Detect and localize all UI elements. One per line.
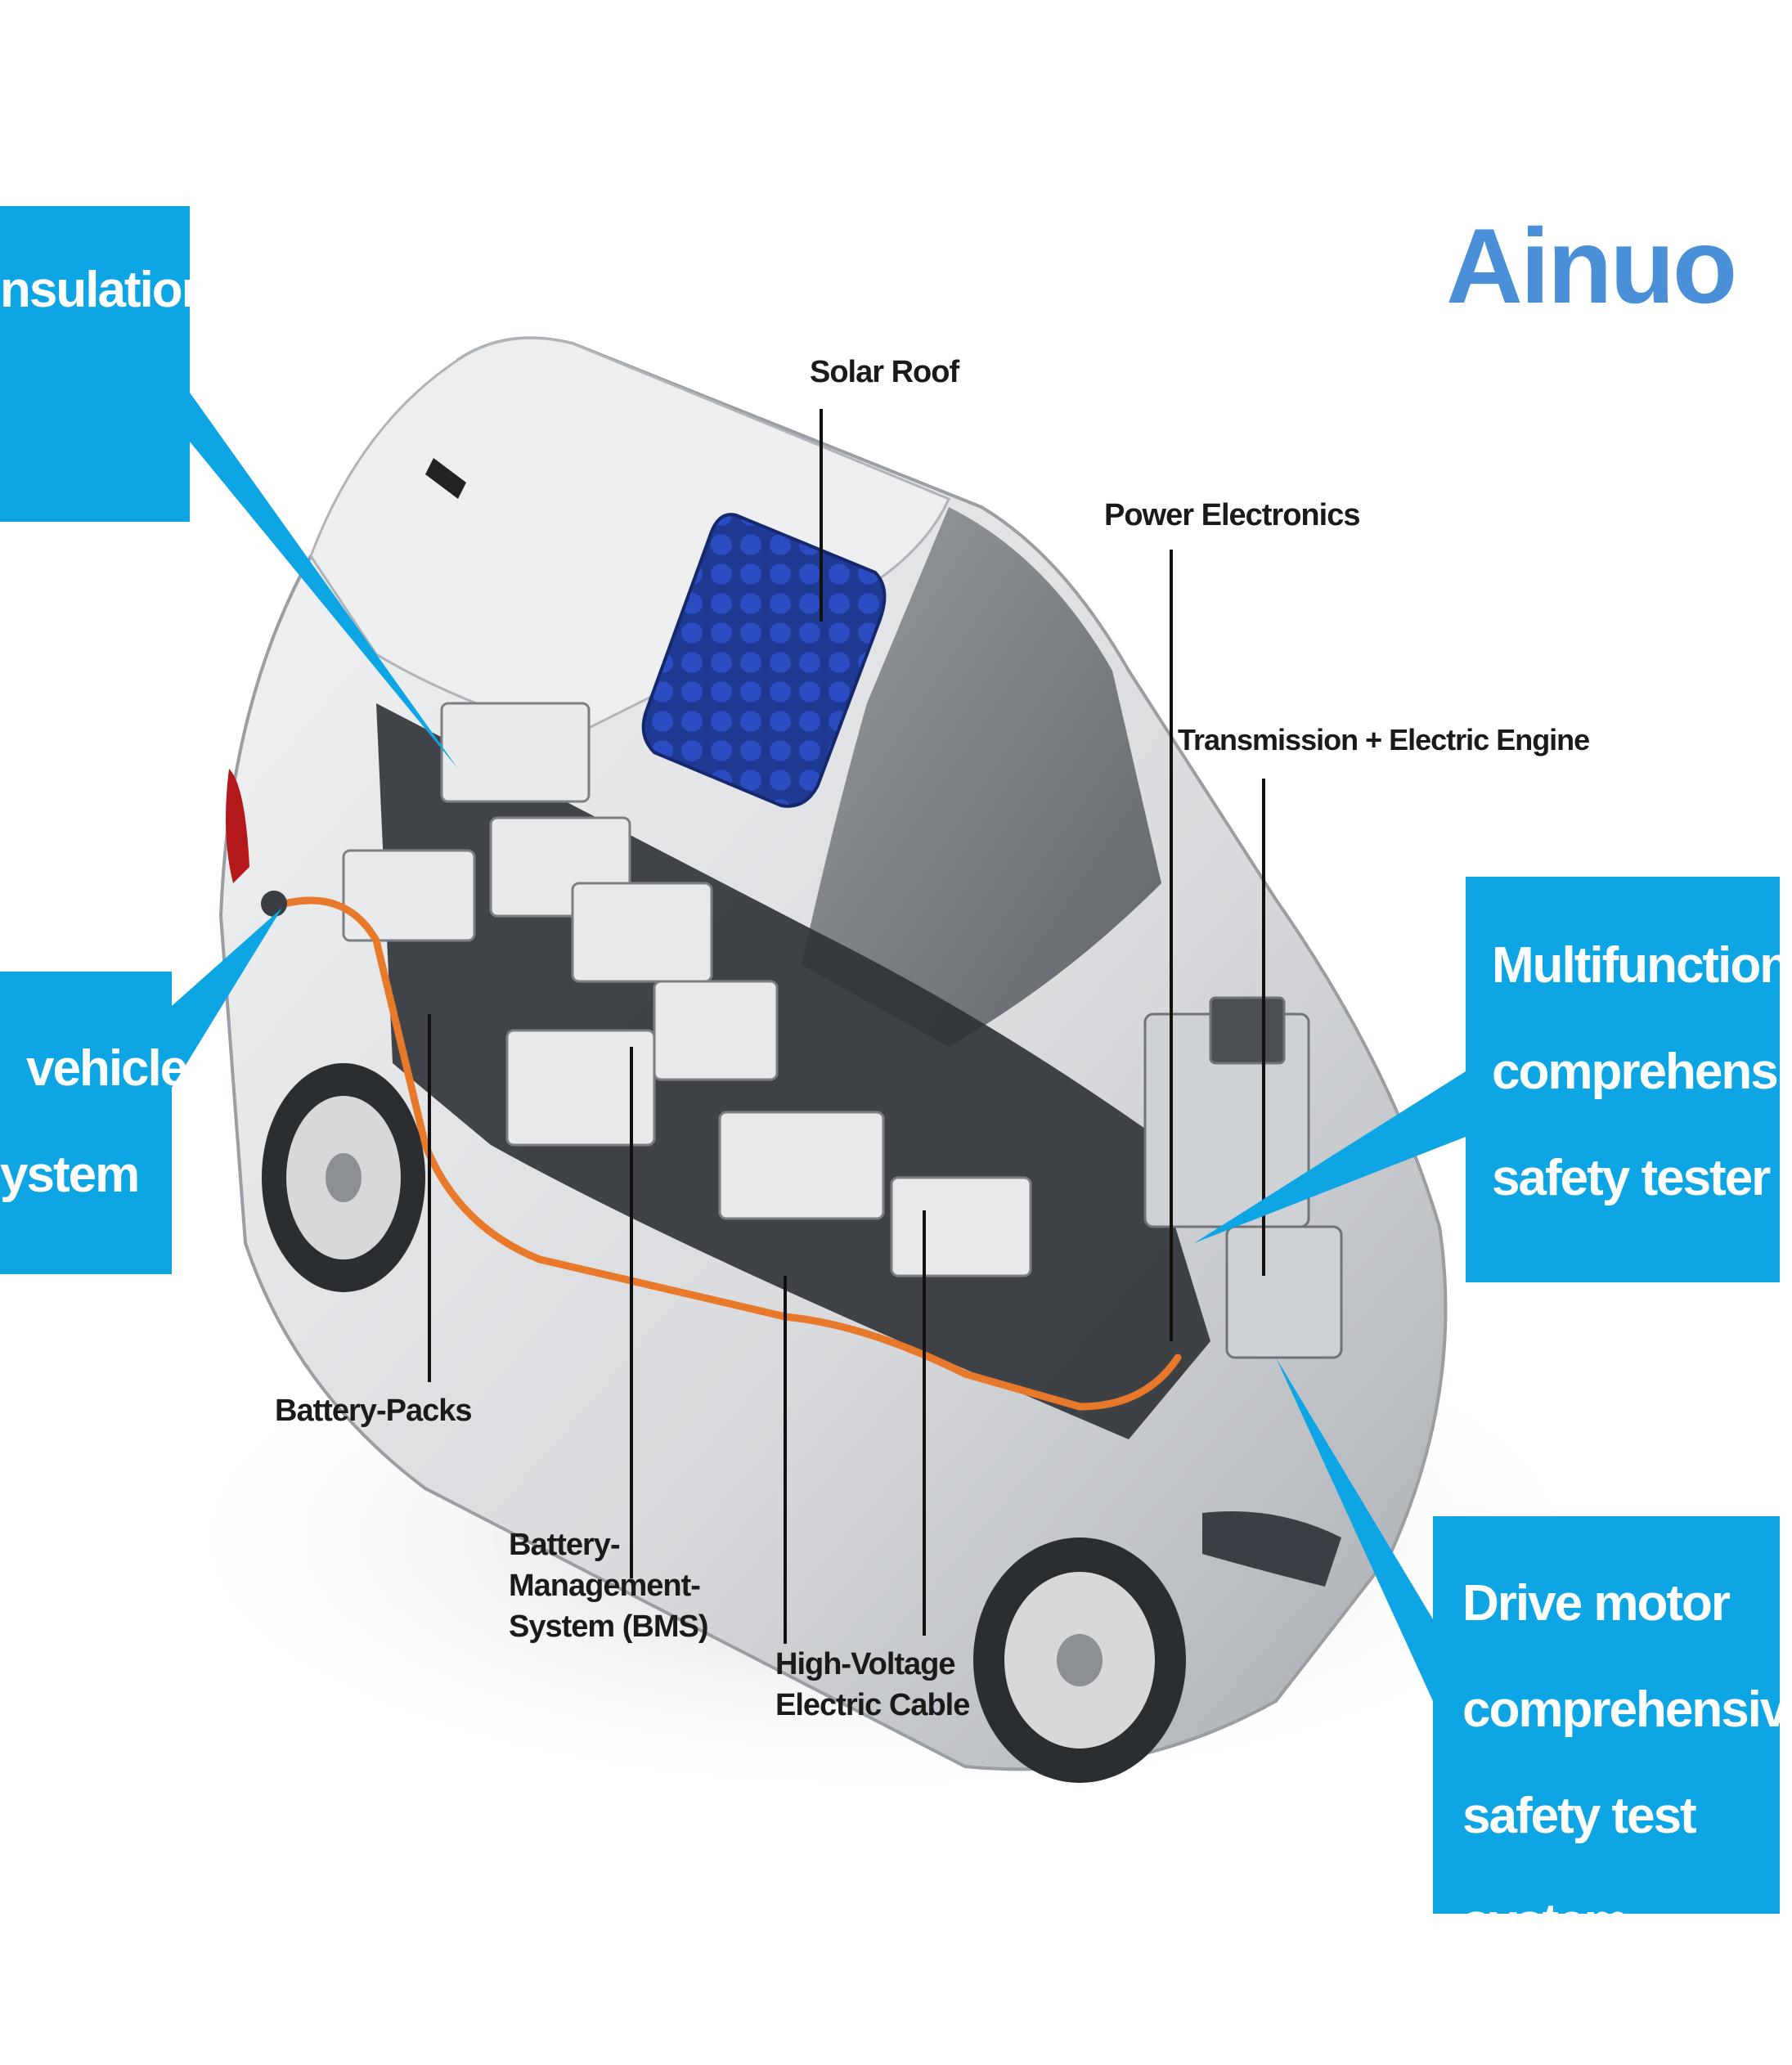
callout-text-line: safety tester bbox=[1492, 1150, 1771, 1206]
front-wheel bbox=[973, 1538, 1186, 1783]
callout-text-line: Multifunctional bbox=[1492, 937, 1792, 994]
callout-text-line: comprehensive bbox=[1462, 1681, 1792, 1738]
callout-pointers bbox=[172, 393, 1466, 1701]
rear-wheel bbox=[262, 1063, 425, 1292]
headlight bbox=[1202, 1511, 1341, 1587]
callout-text-line: Drive motor bbox=[1462, 1575, 1731, 1632]
tail-light bbox=[226, 769, 249, 883]
label-battery-management-system: Battery- Management- System (BMS) bbox=[509, 1524, 708, 1647]
label-line: Management- bbox=[509, 1569, 701, 1603]
label-high-voltage-cable: High-Voltage Electric Cable bbox=[775, 1644, 970, 1726]
callout-text-line: vehicle bbox=[26, 1040, 188, 1097]
label-line: Battery- bbox=[509, 1528, 621, 1562]
battery-modules bbox=[342, 702, 1032, 1277]
solar-panel bbox=[641, 513, 887, 808]
callout-multifunctional-tester: Multifunctional comprehensive safety tes… bbox=[1466, 877, 1792, 1282]
brand-logo: Ainuo bbox=[1446, 206, 1737, 325]
label-battery-packs: Battery-Packs bbox=[275, 1394, 472, 1428]
windshield bbox=[802, 507, 1161, 1047]
label-line: Electric Cable bbox=[775, 1688, 970, 1722]
label-solar-roof: Solar Roof bbox=[810, 355, 959, 389]
callout-text-line: safety test system bbox=[1462, 1788, 1697, 1951]
callout-text-line: comprehensive bbox=[1492, 1044, 1792, 1100]
callout-vehicle-system: vehicle ystem bbox=[0, 972, 188, 1274]
leader-lines bbox=[428, 409, 1265, 1644]
label-transmission-electric-engine: Transmission + Electric Engine bbox=[1178, 723, 1590, 756]
callout-insulation: nsulation bbox=[0, 206, 213, 522]
antenna bbox=[425, 458, 466, 499]
callout-text-line: ystem bbox=[0, 1147, 140, 1203]
label-line: High-Voltage bbox=[775, 1647, 956, 1681]
callout-drive-motor-system: Drive motor comprehensive safety test sy… bbox=[1433, 1516, 1792, 1951]
callout-text-line: nsulation bbox=[0, 262, 213, 318]
charge-port bbox=[261, 891, 287, 917]
engine-bay bbox=[1143, 996, 1343, 1359]
label-power-electronics: Power Electronics bbox=[1104, 498, 1360, 532]
label-line: System (BMS) bbox=[509, 1609, 708, 1644]
